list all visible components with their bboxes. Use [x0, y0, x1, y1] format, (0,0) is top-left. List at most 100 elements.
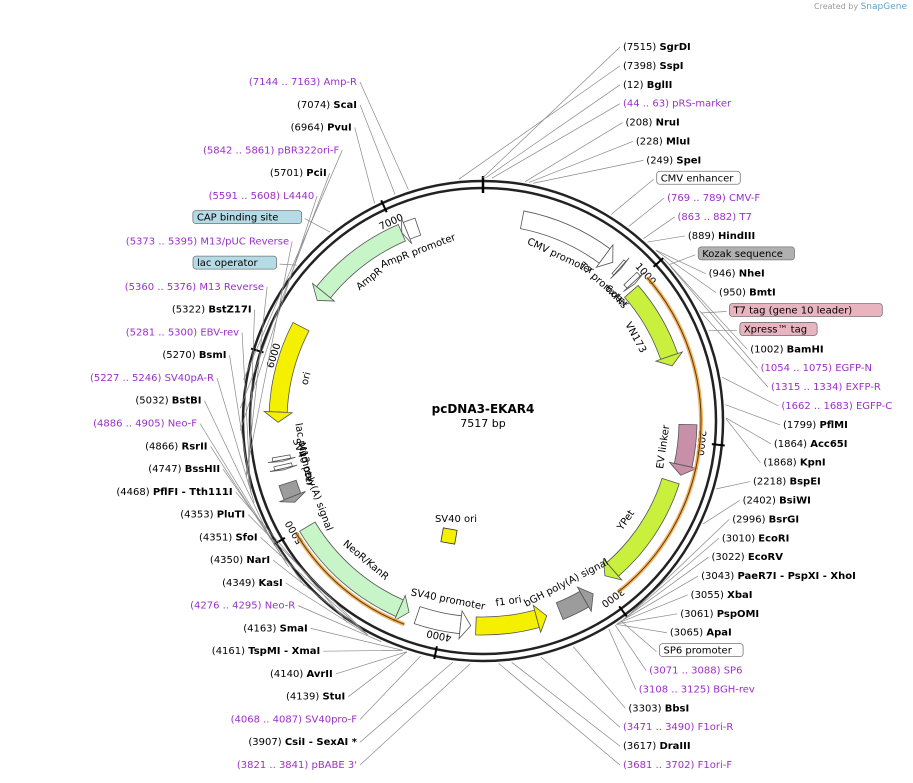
label-pbr322ori-f[interactable]: (5842 .. 5861) pBR322ori-F	[203, 145, 339, 156]
label-csii-sexai-[interactable]: (3907) CsiI - SexAI *	[248, 737, 357, 748]
label-m13-puc-reverse[interactable]: (5373 .. 5395) M13/pUC Reverse	[126, 236, 289, 247]
svg-text:(3061) PspOMI: (3061) PspOMI	[680, 609, 759, 620]
label-bspei[interactable]: (2218) BspEI	[753, 477, 821, 488]
label-bstz17i[interactable]: (5322) BstZ17I	[172, 305, 252, 316]
leader-line	[199, 423, 287, 565]
feature-ev-linker[interactable]: EV linker	[655, 424, 699, 476]
label-hindiii[interactable]: (889) HindIII	[688, 231, 755, 242]
feature-neor-kanr[interactable]: NeoR/KanR	[299, 521, 410, 623]
label-acc65i[interactable]: (1864) Acc65I	[774, 439, 848, 450]
label-sv40pa-r[interactable]: (5227 .. 5246) SV40pA-R	[90, 373, 214, 384]
leader-line	[655, 249, 706, 275]
label-bbsi[interactable]: (3303) BbsI	[628, 703, 689, 714]
label-bstbi[interactable]: (5032) BstBI	[135, 396, 201, 407]
sv40-ori-box	[440, 527, 458, 545]
label-pflmi[interactable]: (1799) PflMI	[783, 420, 848, 431]
label-exfp-r[interactable]: (1315 .. 1334) EXFP-R	[771, 382, 881, 393]
label-neo-r[interactable]: (4276 .. 4295) Neo-R	[190, 601, 295, 612]
label-ecori[interactable]: (3010) EcoRI	[722, 533, 790, 544]
label-sfoi[interactable]: (4351) SfoI	[199, 532, 258, 543]
label-kozak-sequence[interactable]: Kozak sequence	[697, 246, 795, 261]
label-egfp-n[interactable]: (1054 .. 1075) EGFP-N	[761, 363, 872, 374]
label-pflfi-tth111i[interactable]: (4468) PflFI - Tth111I	[116, 487, 232, 498]
feature-cmv-promoter[interactable]: CMV promoter	[519, 210, 614, 277]
label-bgh-rev[interactable]: (3108 .. 3125) BGH-rev	[639, 684, 755, 695]
svg-text:(44 .. 63) pRS-marker: (44 .. 63) pRS-marker	[623, 99, 732, 110]
label-stui[interactable]: (4139) StuI	[286, 692, 345, 703]
label-bsmi[interactable]: (5270) BsmI	[162, 350, 226, 361]
svg-text:(4866) RsrII: (4866) RsrII	[145, 441, 207, 452]
label-bamhi[interactable]: (1002) BamHI	[750, 344, 823, 355]
label-nrui[interactable]: (208) NruI	[626, 118, 680, 129]
label-prs-marker[interactable]: (44 .. 63) pRS-marker	[623, 99, 732, 110]
label-bglii[interactable]: (12) BglII	[623, 80, 672, 91]
leader-line	[216, 377, 255, 503]
leader-line	[260, 537, 368, 636]
label-sv40pro-f[interactable]: (4068 .. 4087) SV40pro-F	[231, 714, 358, 725]
label-pbabe-3-[interactable]: (3821 .. 3841) pBABE 3'	[237, 760, 357, 771]
leader-line	[616, 623, 667, 634]
label-cmv-f[interactable]: (769 .. 789) CMV-F	[667, 193, 760, 204]
svg-text:(3907) CsiI - SexAI *: (3907) CsiI - SexAI *	[248, 737, 357, 748]
label-bmti[interactable]: (950) BmtI	[719, 288, 776, 299]
label-sspi[interactable]: (7398) SspI	[623, 61, 683, 72]
label-m13-reverse[interactable]: (5360 .. 5376) M13 Reverse	[125, 282, 264, 293]
label-pspomi[interactable]: (3061) PspOMI	[680, 609, 759, 620]
snapgene-logo[interactable]: SnapGene	[860, 2, 907, 12]
leader-line	[235, 491, 348, 623]
label-ebv-rev[interactable]: (5281 .. 5300) EBV-rev	[126, 327, 239, 338]
leader-line	[511, 662, 621, 747]
label-paer7i-pspxi-xhoi[interactable]: (3043) PaeR7I - PspXI - XhoI	[701, 571, 856, 582]
leader-line	[528, 141, 634, 183]
label-avrii[interactable]: (4140) AvrII	[270, 669, 333, 680]
label-sp6-promoter[interactable]: SP6 promoter	[659, 643, 744, 658]
label-ecorv[interactable]: (3022) EcoRV	[711, 552, 783, 563]
label-bsshii[interactable]: (4747) BssHII	[148, 464, 220, 475]
label-rsrii[interactable]: (4866) RsrII	[145, 441, 207, 452]
label-pcii[interactable]: (5701) PciI	[270, 168, 327, 179]
label-smai[interactable]: (4163) SmaI	[243, 623, 308, 634]
label-f1ori-r[interactable]: (3471 .. 3490) F1ori-R	[623, 722, 733, 733]
svg-text:(3108 .. 3125) BGH-rev: (3108 .. 3125) BGH-rev	[639, 684, 755, 695]
label-f1ori-f[interactable]: (3681 .. 3702) F1ori-F	[623, 760, 732, 771]
feature-vn173[interactable]: VN173	[622, 284, 684, 367]
label-egfp-c[interactable]: (1662 .. 1683) EGFP-C	[781, 401, 892, 412]
label-kpni[interactable]: (1868) KpnI	[763, 458, 825, 469]
leader-line	[498, 663, 621, 766]
leader-line	[485, 84, 621, 179]
label-cmv-enhancer[interactable]: CMV enhancer	[656, 170, 741, 185]
label-nhei[interactable]: (946) NheI	[709, 269, 765, 280]
feature-lac-promoter[interactable]: lac promoter	[267, 422, 315, 488]
svg-text:(5281 .. 5300) EBV-rev: (5281 .. 5300) EBV-rev	[126, 327, 239, 338]
leader-line	[304, 218, 331, 233]
label-l4440[interactable]: (5591 .. 5608) L4440	[209, 191, 315, 202]
plasmid-name: pcDNA3-EKAR4	[432, 402, 535, 416]
label-bsrgi[interactable]: (2996) BsrGI	[732, 514, 799, 525]
label-kasi[interactable]: (4349) KasI	[222, 578, 283, 589]
label-bsiwi[interactable]: (2402) BsiWI	[743, 495, 811, 506]
feature-ypet[interactable]: YPet	[602, 477, 680, 581]
label-spei[interactable]: (249) SpeI	[646, 155, 701, 166]
label-neo-f[interactable]: (4886 .. 4905) Neo-F	[93, 419, 197, 430]
label-amp-r[interactable]: (7144 .. 7163) Amp-R	[249, 77, 357, 88]
label-cap-binding-site[interactable]: CAP binding site	[192, 210, 303, 225]
label-draiii[interactable]: (3617) DraIII	[623, 741, 691, 752]
feature-f1-ori[interactable]: f1 ori	[475, 594, 548, 636]
label-pluti[interactable]: (4353) PluTI	[180, 510, 245, 521]
label-nari[interactable]: (4350) NarI	[210, 555, 270, 566]
label-scai[interactable]: (7074) ScaI	[297, 100, 357, 111]
feature-label: VN173	[622, 320, 648, 355]
label-t7[interactable]: (863 .. 882) T7	[677, 212, 751, 223]
label-apai[interactable]: (3065) ApaI	[670, 628, 732, 639]
label-pvui[interactable]: (6964) PvuI	[291, 123, 352, 134]
label-sp6[interactable]: (3071 .. 3088) SP6	[649, 666, 742, 677]
label-sgrdi[interactable]: (7515) SgrDI	[623, 42, 691, 53]
label-lac-operator[interactable]: lac operator	[192, 255, 278, 270]
label-mlui[interactable]: (228) MluI	[636, 136, 690, 147]
label-tspmi-xmai[interactable]: (4161) TspMI - XmaI	[212, 646, 320, 657]
tick-3000	[618, 605, 628, 618]
feature-ori[interactable]: ori	[262, 321, 313, 423]
label-xpress-tag[interactable]: Xpress™ tag	[739, 322, 818, 336]
label-t7-tag-gene-10-leader-[interactable]: T7 tag (gene 10 leader)	[729, 303, 883, 317]
label-xbai[interactable]: (3055) XbaI	[691, 590, 753, 601]
